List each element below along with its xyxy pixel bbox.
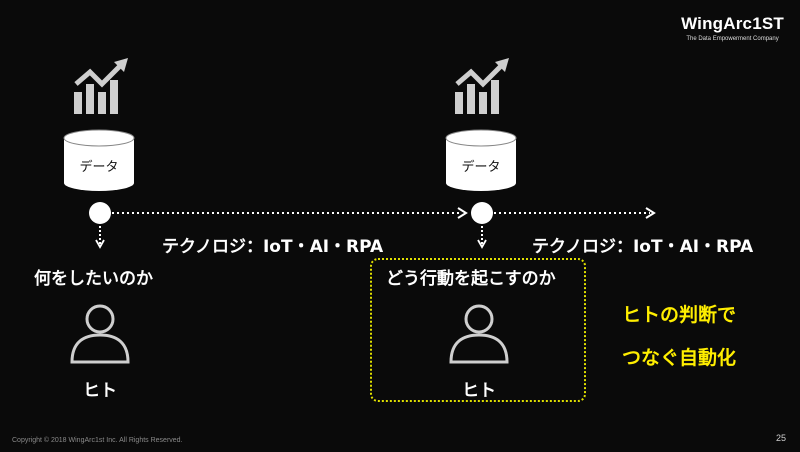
data-label: データ xyxy=(79,160,119,175)
timeline-node xyxy=(471,202,493,224)
highlight-line: つなぐ自動化 xyxy=(622,347,737,369)
logo-tagline: The Data Empowerment Company xyxy=(686,36,779,42)
timeline-node xyxy=(89,202,111,224)
technology-label: テクノロジ：IoT・AI・RPA xyxy=(162,237,384,257)
person-icon xyxy=(70,304,130,364)
technology-label: テクノロジ：IoT・AI・RPA xyxy=(532,237,754,257)
highlight-box xyxy=(370,258,586,402)
timeline-arrow xyxy=(112,207,468,219)
person-label: ヒト xyxy=(462,381,496,401)
copyright-notice: Copyright © 2018 WingArc1st Inc. All Rig… xyxy=(12,437,183,444)
person-icon xyxy=(449,304,509,364)
person-label: ヒト xyxy=(83,381,117,401)
highlight-line: ヒトの判断で xyxy=(622,304,737,326)
down-arrow xyxy=(95,226,105,249)
database-cylinder-icon xyxy=(445,129,517,191)
question-label: どう行動を起こすのか xyxy=(386,269,556,289)
question-label: 何をしたいのか xyxy=(34,269,153,289)
database-cylinder-icon xyxy=(63,129,135,191)
data-label: データ xyxy=(461,160,501,175)
page-number: 25 xyxy=(775,433,786,443)
growth-chart-icon xyxy=(455,58,509,114)
logo-wordmark: WingArc1ST xyxy=(681,14,784,33)
down-arrow xyxy=(477,226,487,249)
growth-chart-icon xyxy=(74,58,128,114)
company-logo: WingArc1ST The Data Empowerment Company xyxy=(681,14,784,42)
timeline-arrow xyxy=(494,207,656,219)
